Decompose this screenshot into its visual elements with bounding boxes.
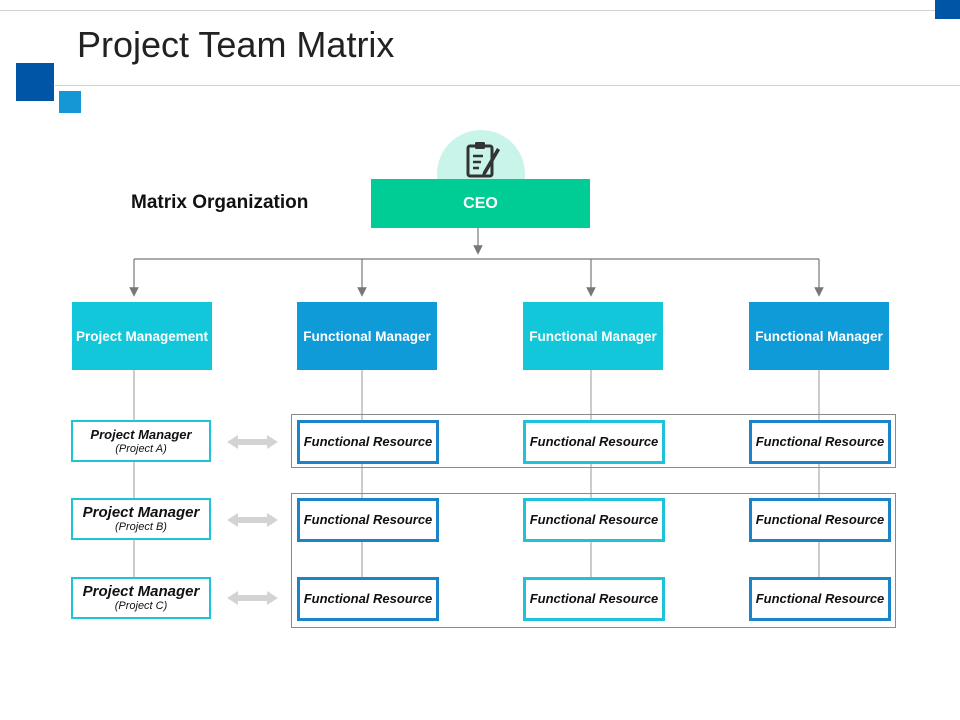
functional-resource: Functional Resource [297, 498, 439, 542]
accent-square-small [59, 91, 81, 113]
functional-resource: Functional Resource [523, 577, 665, 621]
ceo-box: CEO [371, 179, 590, 228]
resource-group-bc [291, 493, 896, 628]
resource-group-a [291, 414, 896, 468]
functional-resource: Functional Resource [297, 420, 439, 464]
functional-resource: Functional Resource [523, 498, 665, 542]
functional-resource: Functional Resource [749, 577, 891, 621]
section-label: Matrix Organization [131, 192, 309, 213]
title-rule [55, 85, 960, 86]
head-functional-manager-2: Functional Manager [523, 302, 663, 370]
head-project-management: Project Management [72, 302, 212, 370]
project-manager-a: Project Manager (Project A) [71, 420, 211, 462]
head-functional-manager-1: Functional Manager [297, 302, 437, 370]
pm-project: (Project B) [115, 520, 167, 533]
functional-resource: Functional Resource [523, 420, 665, 464]
functional-resource: Functional Resource [749, 498, 891, 542]
page-title: Project Team Matrix [77, 24, 395, 65]
project-manager-c: Project Manager (Project C) [71, 577, 211, 619]
head-functional-manager-3: Functional Manager [749, 302, 889, 370]
clipboard-check-icon [466, 142, 500, 178]
pm-project: (Project C) [114, 599, 168, 612]
double-arrows [227, 435, 278, 605]
functional-resource: Functional Resource [297, 577, 439, 621]
pm-title: Project Manager [90, 426, 192, 442]
pm-title: Project Manager [82, 503, 200, 521]
accent-square-large [16, 63, 54, 101]
corner-square [935, 0, 960, 19]
functional-resource: Functional Resource [749, 420, 891, 464]
project-manager-b: Project Manager (Project B) [71, 498, 211, 540]
top-rule [0, 10, 935, 11]
pm-project: (Project A) [115, 442, 167, 455]
pm-title: Project Manager [82, 582, 200, 600]
